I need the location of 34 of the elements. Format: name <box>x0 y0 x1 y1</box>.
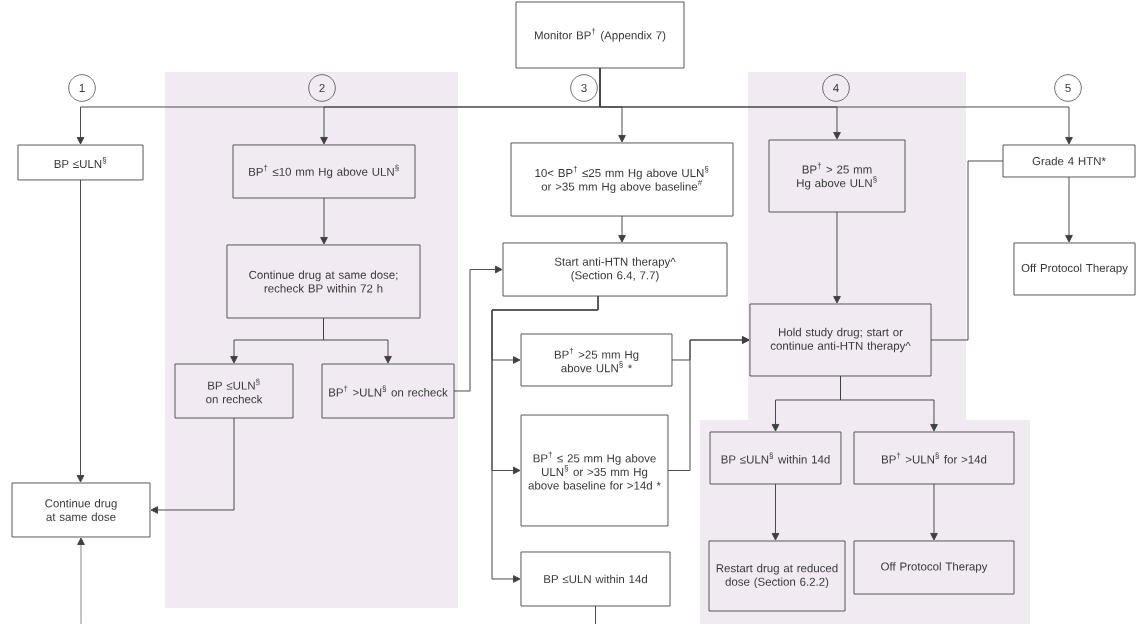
arrow <box>150 417 235 514</box>
arrow <box>833 211 841 304</box>
process-box: BP$^{†}$ >ULN$^{§}$ for >14d <box>853 431 1015 485</box>
process-box: Continue drug at same dose <box>11 482 151 538</box>
arrow <box>667 336 750 471</box>
process-box: BP$^{†}$ >ULN$^{§}$ on recheck <box>321 363 455 419</box>
process-box: BP$^{†}$ >25 mm Hg above ULN$^{§}$ * <box>520 333 673 387</box>
process-box: 10< BP$^{†}$ ≤25 mm Hg above ULN$^{§}$ or >35 mm Hg above baseline$^{#}$ <box>510 142 734 217</box>
arrow <box>840 375 938 432</box>
process-box: BP$^{†}$ ≤ 25 mm Hg above ULN$^{§}$ or >35 mm Hg above baseline for >14d * <box>520 414 669 527</box>
process-box: Restart drug at reduced dose (Section 6.2.2) <box>708 540 846 612</box>
arrow <box>771 483 780 541</box>
process-box: BP ≤ULN within 14d <box>520 551 671 607</box>
process-box: BP ≤ULN$^{§}$ <box>17 144 144 181</box>
arrow <box>320 197 328 245</box>
arrow <box>599 67 1073 145</box>
process-box: Grade 4 HTN* <box>1002 144 1136 178</box>
arrow <box>453 265 503 392</box>
process-box: Continue drug at same dose; recheck BP within 72 h <box>226 244 421 319</box>
process-box: Start anti-HTN therapy^ (Section 6.4, 7.7) <box>502 242 728 297</box>
arrow <box>491 295 599 583</box>
arrow <box>323 317 392 364</box>
process-box: Hold study drug; start or continue anti-HTN therapy^ <box>749 303 932 377</box>
process-box: BP ≤ULN$^{§}$ on recheck <box>174 363 294 419</box>
process-box: BP$^{†}$ ≤10 mm Hg above ULN$^{§}$ <box>232 144 416 199</box>
process-box: Off Protocol Therapy <box>853 540 1015 595</box>
process-box: BP$^{†}$ > 25 mm Hg above ULN$^{§}$ <box>768 139 906 213</box>
arrow <box>76 179 85 483</box>
process-box: Off Protocol Therapy <box>1013 242 1136 296</box>
arrow <box>1065 176 1073 243</box>
process-box: BP ≤ULN$^{§}$ within 14d <box>709 431 842 485</box>
arrow <box>930 483 938 541</box>
process-box: Monitor BP$^{†}$ (Appendix 7) <box>515 1 685 69</box>
arrow <box>618 215 626 243</box>
